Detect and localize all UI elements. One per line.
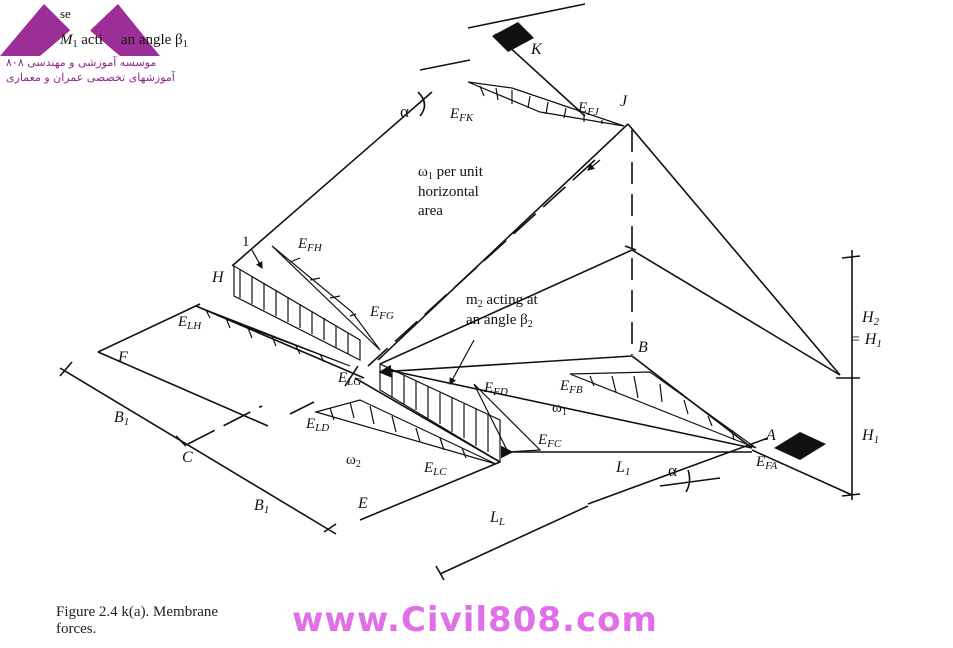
load-fd bbox=[379, 363, 501, 464]
label-efd: EFD bbox=[483, 380, 508, 398]
dim-L1 bbox=[587, 437, 769, 505]
dim-LL bbox=[439, 505, 589, 575]
label-omega1-per-unit: ω1 per unit bbox=[418, 164, 484, 182]
ridge-dashed bbox=[367, 159, 596, 367]
label-elc: ELC bbox=[423, 460, 447, 478]
support-block-a bbox=[774, 432, 826, 460]
label-f: F bbox=[117, 349, 128, 366]
right-plane-edge bbox=[631, 249, 841, 376]
label-area: area bbox=[418, 203, 443, 219]
left-wing-top bbox=[97, 303, 201, 353]
label-b1-lower: B1 bbox=[254, 497, 269, 516]
site-watermark: www.Civil808.com bbox=[292, 600, 658, 640]
caption-line-2: forces. bbox=[56, 621, 97, 637]
label-j: J bbox=[620, 93, 628, 110]
label-efj: EFJ bbox=[577, 100, 600, 118]
label-ll: LL bbox=[489, 509, 505, 528]
label-h2: H2 bbox=[861, 309, 880, 328]
support-block-k bbox=[492, 22, 534, 52]
label-k: K bbox=[530, 41, 543, 58]
alpha-top: α bbox=[400, 102, 409, 121]
alpha-arc-bottom bbox=[685, 469, 691, 493]
logo-line1: موسسه آموزشی و مهندسی ۸۰۸ bbox=[6, 56, 157, 69]
label-omega1-lower: ω1 bbox=[552, 400, 567, 418]
label-c: C bbox=[182, 449, 193, 466]
structure-lines bbox=[59, 3, 861, 581]
upper-slab-right-edge bbox=[377, 123, 629, 361]
load-diagrams bbox=[195, 81, 757, 465]
logo-line2: آموزشهای تخصصی عمران و معماری bbox=[6, 71, 175, 84]
upper-slab-left-edge bbox=[231, 91, 433, 267]
label-m2-line1: m2 acting at bbox=[466, 292, 538, 310]
label-one: 1 bbox=[242, 234, 250, 250]
caption-line-1: Figure 2.4 k(a). Membrane bbox=[56, 604, 219, 620]
label-h: H bbox=[211, 269, 225, 286]
load-lh bbox=[195, 305, 351, 367]
label-elg: ELG bbox=[337, 370, 361, 388]
label-eq-h1: = H1 bbox=[850, 331, 882, 350]
label-efb: EFB bbox=[559, 378, 583, 396]
load-ld-lc bbox=[313, 399, 497, 465]
alpha-bottom: α bbox=[668, 461, 677, 480]
dim-B1 bbox=[59, 367, 337, 535]
label-efa: EFA bbox=[755, 454, 777, 472]
label-a: A bbox=[765, 427, 776, 444]
label-e: E bbox=[357, 495, 368, 512]
label-l1: L1 bbox=[615, 459, 630, 478]
label-elh: ELH bbox=[177, 314, 202, 332]
institute-logo: موسسه آموزشی و مهندسی ۸۰۸ آموزشهای تخصصی… bbox=[0, 0, 175, 92]
load-fk-fj bbox=[467, 81, 625, 127]
label-h1: H1 bbox=[861, 427, 879, 446]
load-fc bbox=[473, 383, 542, 453]
load-h bbox=[233, 264, 361, 361]
label-omega2: ω2 bbox=[346, 452, 361, 470]
label-efc: EFC bbox=[537, 432, 562, 450]
label-b: B bbox=[638, 339, 648, 356]
label-efk: EFK bbox=[449, 106, 474, 124]
label-eld: ELD bbox=[305, 416, 329, 434]
label-top-cut-1: se bbox=[60, 6, 71, 21]
label-efh: EFH bbox=[297, 236, 323, 254]
label-horizontal: horizontal bbox=[418, 184, 479, 200]
label-efg: EFG bbox=[369, 304, 394, 322]
alpha-arc-top bbox=[417, 91, 426, 117]
logo-mark bbox=[0, 4, 160, 56]
label-b1-upper: B1 bbox=[114, 409, 129, 428]
figure-caption: Figure 2.4 k(a). Membrane forces. bbox=[56, 604, 286, 638]
label-m2-line2: an angle β2 bbox=[466, 312, 533, 330]
load-fb-fa bbox=[569, 371, 757, 449]
top-edge-line bbox=[467, 3, 586, 29]
